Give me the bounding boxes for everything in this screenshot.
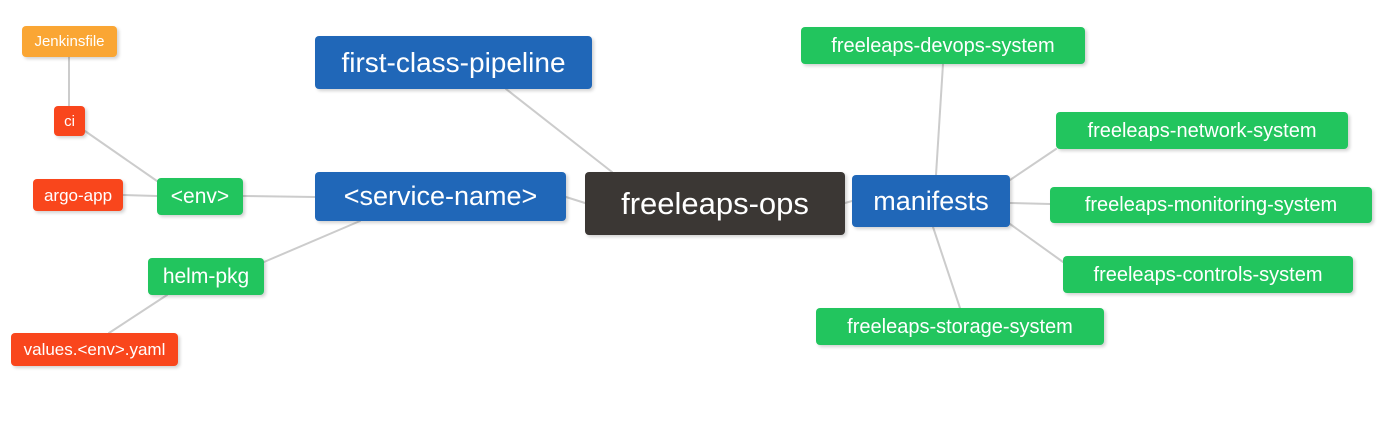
edge-service-name-to-env xyxy=(242,195,316,198)
mindmap-node-freeleaps-devops-system[interactable]: freeleaps-devops-system xyxy=(801,27,1085,64)
node-label: freeleaps-devops-system xyxy=(831,34,1055,57)
node-label: argo-app xyxy=(43,185,113,205)
node-label: Jenkinsfile xyxy=(34,33,105,50)
edge-env-to-ci xyxy=(84,130,158,182)
node-label: <service-name> xyxy=(343,181,538,211)
mindmap-node-ci[interactable]: ci xyxy=(54,106,85,136)
node-label: freeleaps-controls-system xyxy=(1093,263,1323,286)
edge-freeleaps-ops-to-first-class-pipeline xyxy=(505,88,613,173)
node-label: freeleaps-network-system xyxy=(1087,119,1317,142)
edge-manifests-to-freeleaps-monitoring-system xyxy=(1009,202,1051,205)
node-label: freeleaps-ops xyxy=(621,186,809,221)
edge-manifests-to-freeleaps-controls-system xyxy=(1009,223,1064,263)
node-label: manifests xyxy=(873,185,989,216)
node-label: values.<env>.yaml xyxy=(23,340,166,359)
node-label: ci xyxy=(64,112,75,130)
node-label: helm-pkg xyxy=(162,265,250,288)
edge-helm-pkg-to-values-env-yaml xyxy=(108,294,168,334)
edge-freeleaps-ops-to-service-name xyxy=(565,196,586,204)
edge-manifests-to-freeleaps-devops-system xyxy=(935,63,944,176)
edge-env-to-argo-app xyxy=(122,194,158,197)
mindmap-node-freeleaps-controls-system[interactable]: freeleaps-controls-system xyxy=(1063,256,1353,293)
mindmap-node-freeleaps-network-system[interactable]: freeleaps-network-system xyxy=(1056,112,1348,149)
node-label: freeleaps-monitoring-system xyxy=(1084,194,1338,216)
mindmap-node-jenkinsfile[interactable]: Jenkinsfile xyxy=(22,26,117,57)
edge-manifests-to-freeleaps-network-system xyxy=(1009,148,1057,181)
mindmap-node-freeleaps-monitoring-system[interactable]: freeleaps-monitoring-system xyxy=(1050,187,1372,223)
mindmap-node-env[interactable]: <env> xyxy=(157,178,243,215)
mindmap-node-first-class-pipeline[interactable]: first-class-pipeline xyxy=(315,36,592,89)
mindmap-node-manifests[interactable]: manifests xyxy=(852,175,1010,227)
node-label: <env> xyxy=(170,185,230,208)
edge-service-name-to-helm-pkg xyxy=(263,220,361,263)
mindmap-node-service-name[interactable]: <service-name> xyxy=(315,172,566,221)
node-label: first-class-pipeline xyxy=(341,46,566,78)
mindmap-node-argo-app[interactable]: argo-app xyxy=(33,179,123,211)
mindmap-node-helm-pkg[interactable]: helm-pkg xyxy=(148,258,264,295)
mindmap-node-freeleaps-storage-system[interactable]: freeleaps-storage-system xyxy=(816,308,1104,345)
edge-manifests-to-freeleaps-storage-system xyxy=(932,226,961,309)
mindmap-node-values-env-yaml[interactable]: values.<env>.yaml xyxy=(11,333,178,366)
edge-freeleaps-ops-to-manifests xyxy=(844,200,853,204)
mindmap-node-freeleaps-ops[interactable]: freeleaps-ops xyxy=(585,172,845,235)
node-label: freeleaps-storage-system xyxy=(847,315,1073,338)
